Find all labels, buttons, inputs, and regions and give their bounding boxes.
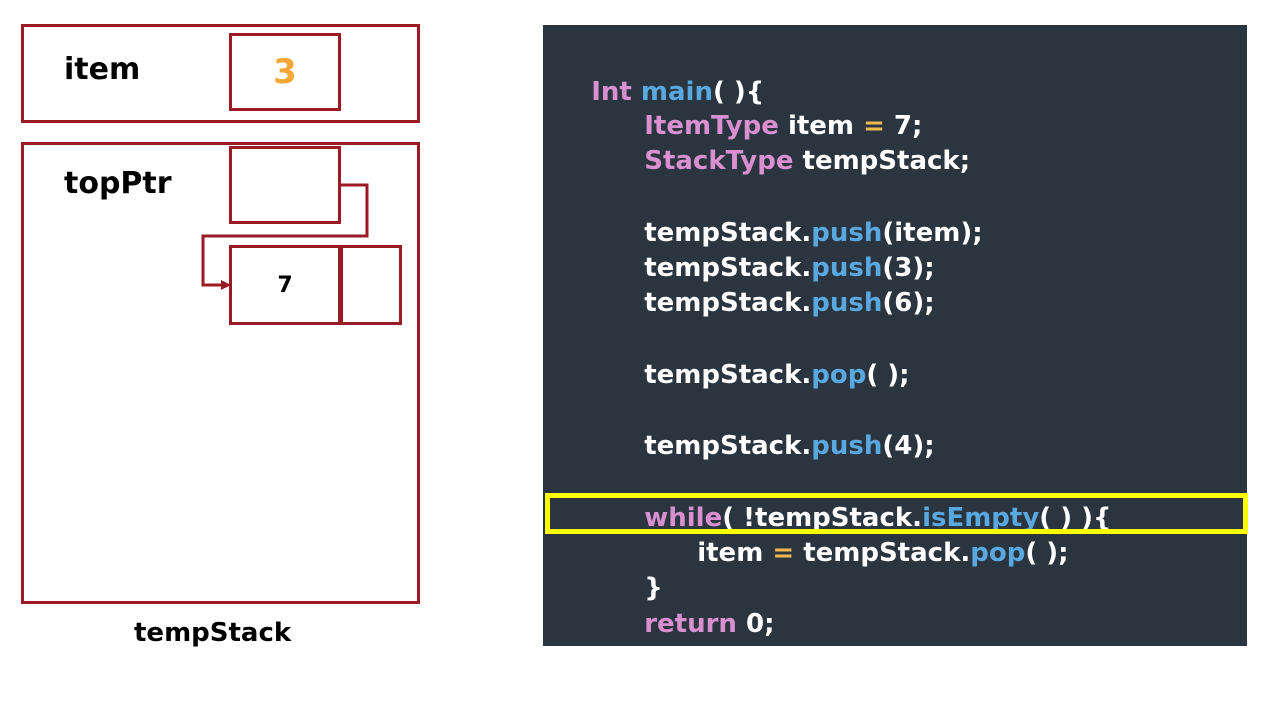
code-token: =	[863, 111, 885, 141]
code-line-push-item: tempStack.push(item);	[608, 179, 982, 248]
code-token: Int	[591, 77, 632, 107]
code-token: pop	[970, 538, 1026, 568]
code-token: ( ){	[712, 77, 765, 107]
code-line-close-inner: }	[608, 534, 663, 603]
tempstack-caption: tempStack	[134, 618, 292, 648]
topptr-label: topPtr	[64, 166, 172, 201]
code-line-3: StackType tempStack;	[608, 107, 970, 176]
code-line-push-6: tempStack.push(6);	[608, 249, 934, 318]
code-token: push	[811, 218, 883, 248]
code-token: 7;	[884, 111, 923, 141]
pointer-arrowhead	[221, 280, 231, 290]
code-token: (3);	[882, 253, 935, 283]
code-token: (4);	[882, 431, 935, 461]
code-token: (6);	[882, 288, 935, 318]
code-token: tempStack.	[794, 538, 971, 568]
code-line-assign: item = tempStack.pop( );	[661, 499, 1068, 568]
code-token: push	[811, 431, 883, 461]
node-next-cell	[340, 245, 402, 325]
code-line-while: while( !tempStack.isEmpty( ) ){	[608, 464, 1111, 533]
item-variable-frame	[21, 24, 420, 123]
code-token: main	[640, 77, 713, 107]
code-line-return: return 0;	[608, 570, 774, 639]
code-token: return	[644, 609, 737, 639]
code-token: ItemType	[644, 111, 779, 141]
code-token: pop	[811, 360, 867, 390]
code-token: push	[811, 253, 883, 283]
code-line-push-4: tempStack.push(4);	[608, 392, 934, 461]
code-token: push	[811, 288, 883, 318]
code-token: tempStack;	[793, 146, 971, 176]
code-token: }	[644, 573, 663, 603]
code-token: }	[591, 644, 610, 674]
tempstack-frame	[21, 142, 420, 604]
code-token: tempStack.	[644, 360, 812, 390]
code-token: StackType	[644, 146, 794, 176]
code-line-2: ItemType item = 7;	[608, 72, 922, 141]
pointer-arrow	[201, 183, 369, 290]
pointer-line	[201, 183, 369, 287]
code-token: tempStack.	[644, 431, 812, 461]
item-value-cell: 3	[229, 33, 341, 111]
code-token: ( );	[1025, 538, 1069, 568]
topptr-cell	[229, 146, 341, 224]
code-token: ( !tempStack.	[722, 503, 923, 533]
code-token: =	[772, 538, 795, 568]
code-token: isEmpty	[922, 503, 1040, 533]
code-token: 0;	[736, 609, 775, 639]
code-line-1: Int main( ){	[555, 38, 764, 107]
code-token: tempStack.	[644, 288, 812, 318]
code-panel: Int main( ){ ItemType item = 7; StackTyp…	[543, 25, 1247, 674]
code-token: tempStack.	[644, 218, 812, 248]
code-token: tempStack.	[644, 253, 812, 283]
code-token: item	[697, 538, 773, 568]
node-value: 7	[277, 272, 293, 298]
code-line-push-3: tempStack.push(3);	[608, 214, 934, 283]
item-label: item	[64, 52, 141, 87]
code-line-pop: tempStack.pop( );	[608, 321, 909, 390]
code-token: (item);	[882, 218, 983, 248]
code-token: while	[644, 503, 723, 533]
item-value: 3	[273, 52, 297, 92]
code-line-close-outer: }	[555, 605, 610, 674]
code-token: ( );	[866, 360, 910, 390]
code-token: item	[778, 111, 864, 141]
code-token: ( ) ){	[1039, 503, 1112, 533]
current-line-highlight	[545, 493, 1248, 534]
